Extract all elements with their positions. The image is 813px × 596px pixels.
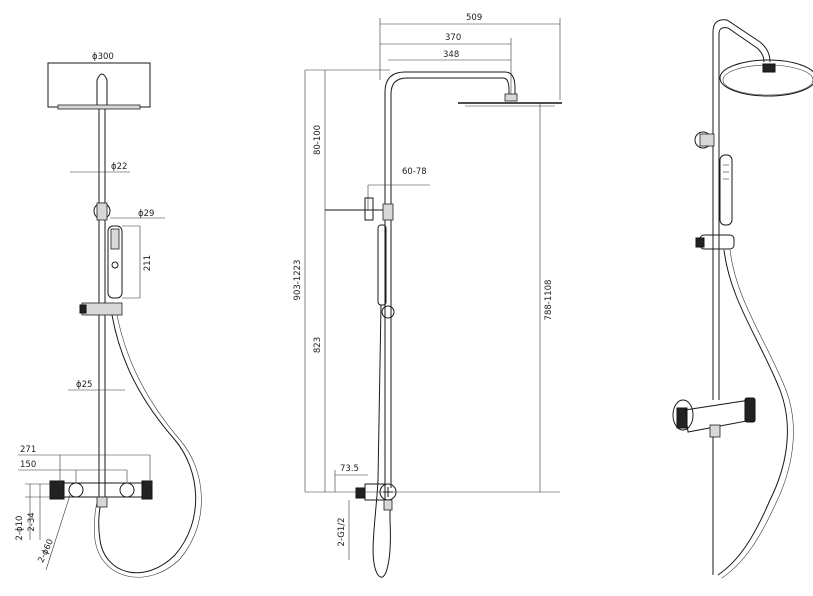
head-connector — [96, 73, 108, 105]
hand-shower — [107, 225, 123, 299]
riser-arm-outer — [384, 71, 516, 488]
dim-head-height: 80-100 — [313, 125, 323, 155]
hose-inner — [94, 314, 202, 578]
mixer-handle-right — [141, 480, 153, 500]
riser-arm-inner — [390, 77, 510, 488]
dim-arm-total: 509 — [466, 13, 482, 23]
persp-riser-inner — [718, 27, 765, 400]
persp-head-top — [719, 59, 813, 97]
dim-riser-diameter: ϕ22 — [111, 162, 127, 172]
perspective-view — [672, 19, 813, 579]
dim-overall-width: 271 — [20, 445, 36, 455]
hose-side — [372, 304, 391, 578]
dim-total-height: 903-1223 — [293, 260, 303, 301]
hand-shower-button — [111, 261, 119, 269]
outlet-side — [383, 499, 393, 511]
dim-right-height: 788-1108 — [544, 280, 554, 321]
front-view: ϕ300 ϕ22 ϕ29 211 ϕ25 — [15, 52, 202, 578]
inlet-side — [355, 487, 366, 499]
dim-thread: 2-G1/2 — [337, 517, 347, 546]
head-connector-side — [504, 93, 518, 102]
persp-slide-holder — [699, 234, 735, 250]
dim-inlet-b: 2-34 — [27, 512, 37, 531]
bracket-clamp — [96, 202, 108, 221]
hand-shower-side — [377, 224, 387, 306]
dim-inlet-a: 2-ϕ10 — [15, 516, 25, 541]
persp-escutcheon-left — [672, 399, 694, 431]
dim-head-diameter: ϕ300 — [92, 52, 114, 62]
persp-hose-inner — [721, 249, 794, 579]
dim-holder-depth: 60-78 — [402, 167, 427, 177]
persp-handle-left — [676, 407, 688, 429]
persp-slide-knob — [695, 237, 705, 248]
dim-hand-shower-length: 211 — [143, 255, 153, 271]
persp-bracket-clamp — [699, 133, 715, 147]
inlet-left — [68, 482, 84, 498]
dim-inlet-spacing: 150 — [20, 460, 36, 470]
inlet-right — [119, 482, 135, 498]
wall-plate-side — [364, 197, 374, 221]
slide-holder-side — [381, 305, 395, 319]
outlet — [96, 496, 108, 508]
persp-hose-outer — [717, 249, 788, 576]
persp-handle-right — [744, 397, 756, 423]
holder-clamp-side — [382, 203, 394, 221]
hose-outer — [98, 314, 197, 574]
slide-knob — [79, 304, 87, 314]
dim-lower-pipe-diameter: ϕ25 — [76, 380, 92, 390]
mixer-handle-left — [49, 480, 65, 500]
persp-hand-shower — [719, 154, 733, 226]
side-view: 509 370 348 903-1223 80-100 823 788-1108… — [293, 13, 562, 578]
persp-head-connector — [762, 63, 776, 73]
persp-outlet — [709, 424, 721, 438]
dim-arm-inner: 348 — [443, 50, 459, 60]
dim-wall-offset: 73.5 — [340, 464, 359, 474]
slide-holder — [81, 302, 123, 316]
dim-leader-escutcheon — [45, 494, 71, 571]
dim-escutcheon: 2-ϕ60 — [36, 538, 56, 565]
dim-holder-diameter: ϕ29 — [138, 209, 154, 219]
hand-shower-face — [110, 228, 120, 250]
persp-riser-outer — [712, 19, 771, 400]
dim-riser-height: 823 — [313, 337, 323, 353]
shower-head-outline — [47, 62, 151, 108]
dim-arm-mid: 370 — [445, 33, 461, 43]
shower-head-plate — [57, 104, 141, 110]
